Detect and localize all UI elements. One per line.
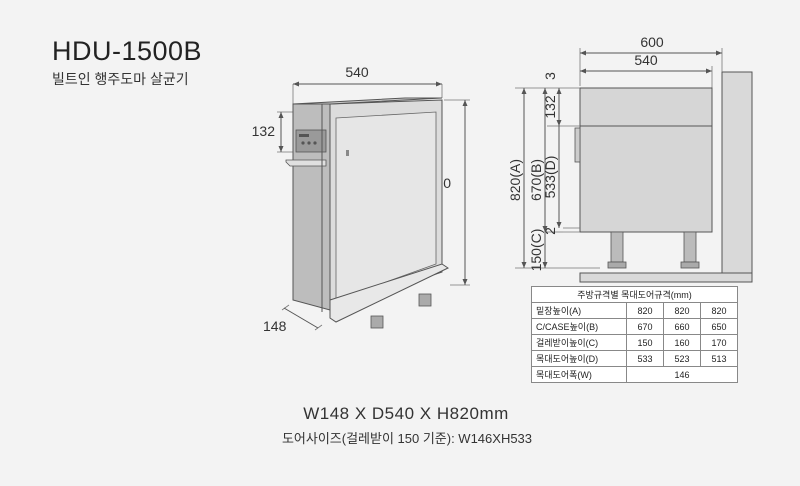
table-row: 밑장높이(A) 820 820 820 [531,302,738,319]
leg-back [683,231,697,263]
cell: 150 [626,334,664,351]
cell: 820 [700,302,738,319]
total-width-label: 600 [640,34,664,50]
row-label: 밑장높이(A) [531,302,627,319]
table-row: 목대도어높이(D) 533 523 513 [531,350,738,367]
foot-height-label: 150(C) [528,229,544,272]
cell: 660 [663,318,701,335]
table-row: C/CASE높이(B) 670 660 650 [531,318,738,335]
row-label: 목대도어높이(D) [531,350,627,367]
cell: 820 [663,302,701,319]
floor [579,272,753,283]
overall-dimensions: W148 X D540 X H820mm [303,404,509,423]
cell: 670 [626,318,664,335]
cell: 170 [700,334,738,351]
cell: 650 [700,318,738,335]
case-height-label: 670(B) [528,159,544,201]
side-panel-label: 132 [542,95,558,119]
model-title: HDU-1500B [52,36,203,66]
table-row: 걸레받이높이(C) 150 160 170 [531,334,738,351]
foot-left [370,315,384,329]
gap-label: 2 [542,227,558,235]
body-width-label: 540 [634,52,658,68]
cell: 533 [626,350,664,367]
row-label: 목대도어폭(W) [531,366,627,383]
side-view: 600 540 820(A) 670(B) [507,34,753,283]
table-row: 목대도어폭(W) 146 [531,366,738,383]
iso-width-label: 540 [345,64,369,80]
cell: 523 [663,350,701,367]
cell: 146 [626,366,738,383]
row-label: 걸레받이높이(C) [531,334,627,351]
leg-front [610,231,624,263]
iso-view: 540 820 132 148 [252,64,470,334]
cell: 820 [626,302,664,319]
cabinet-side [579,87,713,233]
row-label: C/CASE높이(B) [531,318,627,335]
door-dimensions: 도어사이즈(걸레받이 150 기준): W146XH533 [281,431,533,446]
door-handle [285,159,327,167]
foot-right [418,293,432,307]
product-name: 빌트인 행주도마 살균기 [52,71,189,87]
cell: 513 [700,350,738,367]
total-height-label: 820(A) [507,159,523,201]
wall [721,71,753,283]
door-height-label: 533(D) [542,156,558,199]
cell: 160 [663,334,701,351]
spec-table-header: 주방규격별 목대도어규격(mm) [531,286,738,303]
top-gap-label: 3 [542,72,558,80]
spec-table: 주방규격별 목대도어규격(mm) 밑장높이(A) 820 820 820 C/C… [531,286,738,383]
iso-panel-label: 132 [252,123,276,139]
iso-depth-label: 148 [263,318,287,334]
